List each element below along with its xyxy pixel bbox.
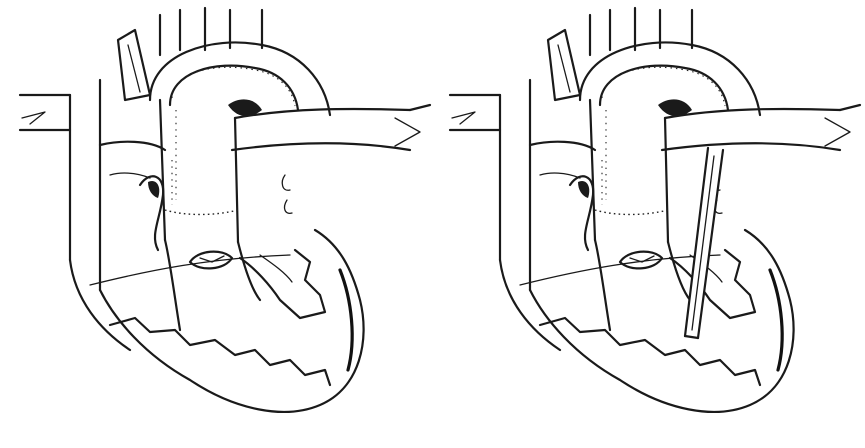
heart-panel-left bbox=[20, 8, 430, 412]
heart-panel-right bbox=[450, 8, 860, 412]
conduit-graft bbox=[685, 148, 723, 338]
